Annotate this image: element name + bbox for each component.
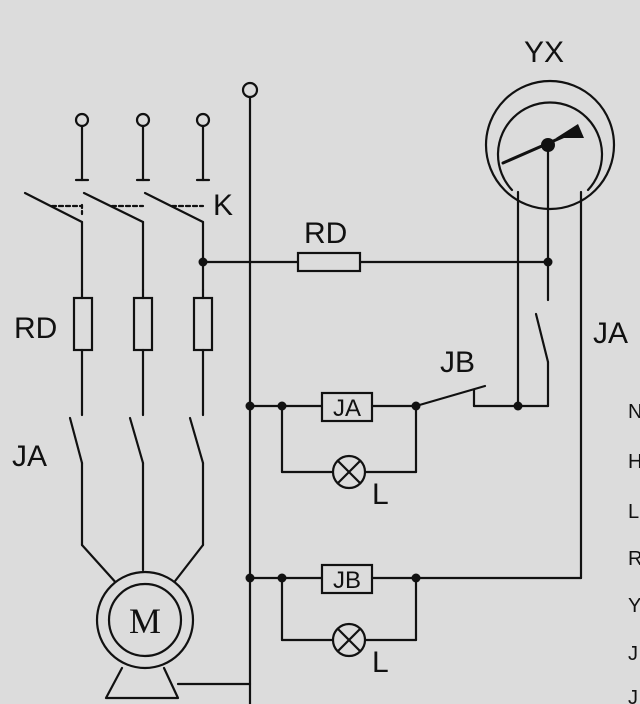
legend-letter: H bbox=[628, 451, 640, 473]
label-contactor-ja: JA bbox=[12, 440, 47, 473]
label-lamp-1: L bbox=[372, 478, 389, 511]
label-fuse-main: RD bbox=[304, 217, 347, 250]
relay-jb-branch bbox=[245, 563, 583, 658]
label-contact-jb: JB bbox=[440, 346, 475, 379]
relay-ja-branch bbox=[245, 384, 523, 490]
label-phase-fuses: RD bbox=[14, 312, 57, 345]
label-gauge-yx: YX bbox=[524, 36, 564, 69]
label-gauge-contact-ja: JA bbox=[593, 317, 628, 350]
gauge-contact-ja bbox=[516, 312, 550, 408]
motor-label: M bbox=[129, 601, 161, 641]
fuse-line bbox=[198, 251, 553, 273]
cropped-legend: N H L R Y J J bbox=[628, 401, 640, 704]
legend-letter: N bbox=[628, 401, 640, 423]
legend-letter: J bbox=[628, 687, 638, 704]
label-lamp-2: L bbox=[372, 646, 389, 679]
motor bbox=[95, 570, 252, 700]
label-coil-ja: JA bbox=[333, 395, 361, 422]
gauge-yx bbox=[484, 79, 616, 580]
supply-terminals bbox=[74, 112, 211, 182]
label-coil-jb: JB bbox=[333, 567, 361, 594]
legend-letter: Y bbox=[628, 595, 640, 617]
legend-letter: R bbox=[628, 548, 640, 570]
control-rail bbox=[241, 81, 259, 704]
legend-letter: J bbox=[628, 643, 638, 665]
label-breaker-k: K bbox=[213, 189, 233, 222]
contactor-ja-contacts bbox=[68, 416, 205, 587]
legend-letter: L bbox=[628, 501, 639, 523]
breaker-k bbox=[23, 191, 205, 292]
phase-fuses bbox=[72, 288, 214, 417]
